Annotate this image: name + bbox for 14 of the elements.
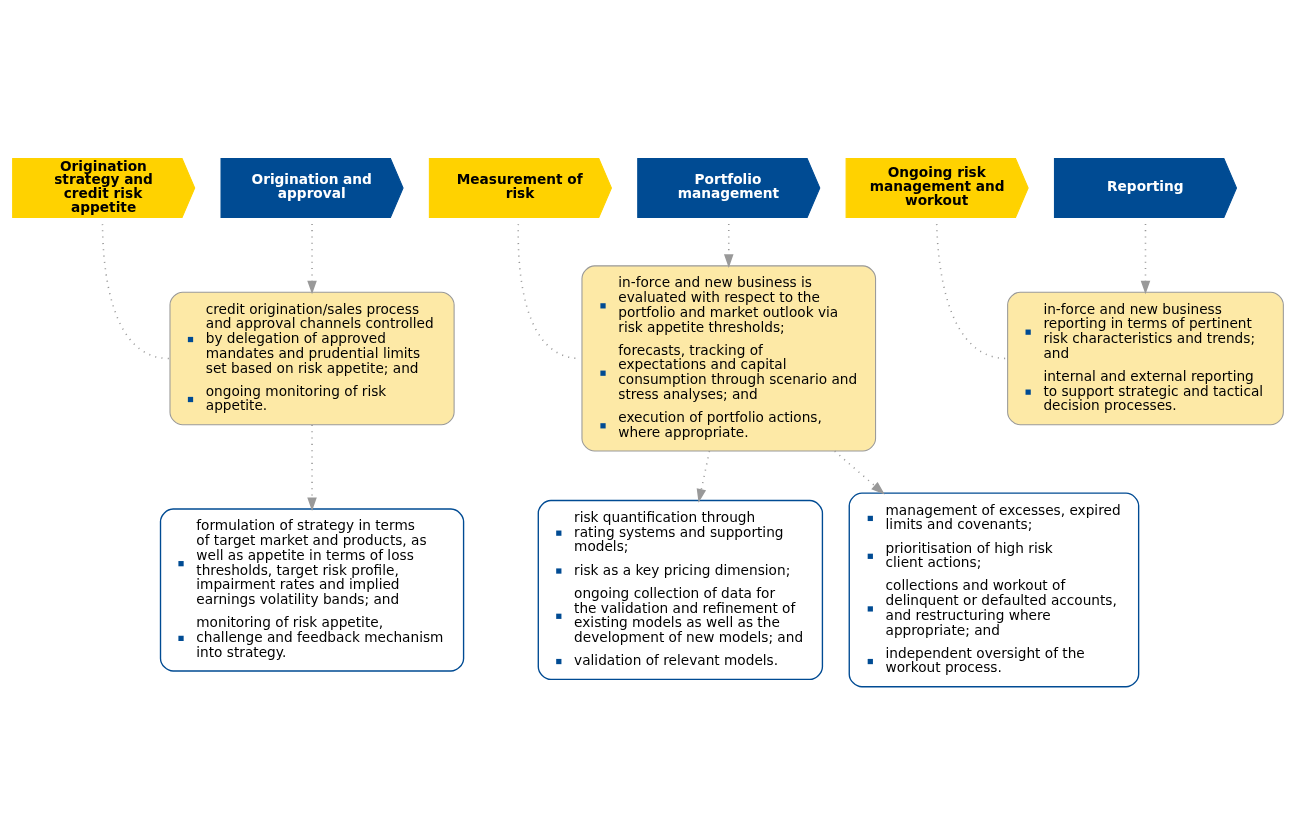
arrow: [723, 223, 734, 268]
arrow: [307, 223, 317, 295]
connector: [935, 223, 1008, 360]
connector: [101, 223, 170, 360]
node-box: formulation of strategy in terms of target market and products, as well as appetite in terms of loss thresholds, target risk profile, impairment rates and implied earnings volatility bands; and monitoring of risk appetite, challenge and feedback mechanism into strategy.: [159, 508, 465, 672]
node-box: in-force and new business reporting in terms of pertinent risk characteristics and trends; and internal and external reporting to support strategic and tactical decision processes.: [1007, 291, 1284, 426]
arrow: [696, 450, 711, 503]
arrow: [1140, 223, 1151, 295]
node-box: in-force and new business is evaluated with respect to the portfolio and market outlook via risk appetite thresholds; forecasts, tracking of expectations and capital consumption through scenario and stress analyses; and execution of portfolio actions, where appropriate.: [581, 265, 877, 452]
node-box: credit origination/sales process and approval channels controlled by delegation of approved mandates and prudential limits set based on risk appetite; and ongoing monitoring of risk appetite.: [169, 291, 455, 426]
arrow: [307, 424, 317, 512]
node-box: risk quantification through rating systems and supporting models; risk as a key pricing dimension; ongoing collection of data for the validation and refinement of existing models as well as the development of new models; and validation of relevant models.: [537, 499, 824, 681]
node-box: management of excesses, expired limits and covenants; prioritisation of high risk client actions; collections and workout of delinquent or defaulted accounts, and restructuring where appropriate; and independent oversight of the workout process.: [848, 492, 1140, 688]
arrow: [833, 450, 885, 495]
